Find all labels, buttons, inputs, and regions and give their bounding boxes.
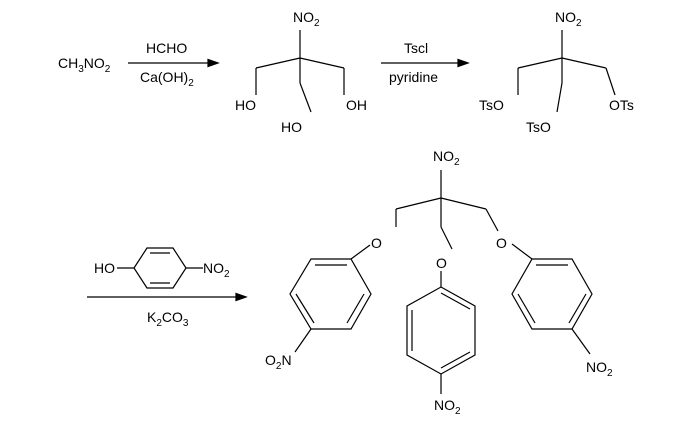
tosylate-ots-right: OTs [609,97,634,113]
arrowhead-step3 [235,292,248,302]
product-ring-left-double-3 [346,293,365,324]
tosylate-structure: NO2 TsO OTs TsO [479,9,634,135]
product-ring-right-double-3 [517,293,536,324]
tosylate-ots-bottom: TsO [526,119,551,135]
triol-nitro-label: NO2 [293,9,320,29]
product-benzene-ring-left [289,258,372,330]
reaction-arrow-step2: Tscl pyridine [381,40,470,85]
tosylate-bond-ch2-o-bottom [556,82,563,113]
product-bond-o-ring-right [511,243,533,260]
product-ring-middle-double-2 [440,292,471,310]
product-benzene-ring-middle [406,286,476,375]
product-ether-o-middle: O [436,255,447,271]
tosylate-bond-c-ch2-right [561,57,607,69]
triol-bond-ch2-o-bottom [299,82,312,113]
reagent-tosyl-chloride: Tscl [404,40,428,56]
triol-bond-c-ch2-right [299,57,345,69]
starting-material-nitromethane: CH3NO2 [58,55,111,75]
triol-structure: NO2 HO OH HO [235,9,367,135]
tosylate-nitro-label: NO2 [555,9,582,29]
product-bond-ring-n-right [571,328,591,355]
triol-bond-c-ch2-left [255,57,301,69]
nitromethane-label: CH3NO2 [58,55,111,75]
arrowhead-step2 [457,58,470,68]
product-bond-o-ring-left [350,244,371,260]
reagent-hcho: HCHO [146,40,187,56]
product-ring-right-double-2 [568,293,587,324]
product-ether-o-right: O [496,235,507,251]
product-nitro-left-label: O2N [265,352,292,372]
product-nitro-middle-label: NO2 [434,397,461,417]
tosylate-bond-ch2-o-right [605,67,616,96]
reagent-potassium-carbonate: K2CO3 [147,309,189,329]
product-bond-c-ch2-right [440,197,487,210]
triol-oh-bottom: HO [281,119,302,135]
tosylate-bond-c-ch2-left [517,57,563,69]
product-ring-left-double-2 [295,293,315,324]
product-ether-o-left: O [371,235,382,251]
product-bond-c-ch2-left [395,197,442,210]
product-bond-ch2-o-middle [440,226,453,250]
product-nitro-right-label: NO2 [586,359,613,379]
arrowhead-step1 [207,58,220,68]
product-structure: NO2 O O O O2N NO2 NO2 [265,148,613,417]
product-ring-middle-double-3 [440,351,471,369]
reaction-arrow-step3: K2CO3 [87,292,248,329]
reaction-arrow-step1: HCHO Ca(OH)2 [128,40,220,89]
triol-oh-left: HO [235,97,256,113]
nitrophenol-reagent: HO NO2 [94,247,230,289]
tosylate-ots-left: TsO [479,97,504,113]
reagent-calcium-hydroxide: Ca(OH)2 [140,69,194,89]
product-bond-ch2-o-right [485,208,499,232]
nitrophenol-ho-label: HO [94,260,115,276]
triol-oh-right: OH [346,97,367,113]
product-benzene-ring-right [511,258,593,330]
reagent-pyridine: pyridine [389,69,438,85]
product-bond-ring-n-left [294,328,312,353]
nitrophenol-no2-label: NO2 [203,260,230,280]
nitrophenol-benzene-ring [133,247,187,289]
product-nitro-top-label: NO2 [433,148,460,168]
